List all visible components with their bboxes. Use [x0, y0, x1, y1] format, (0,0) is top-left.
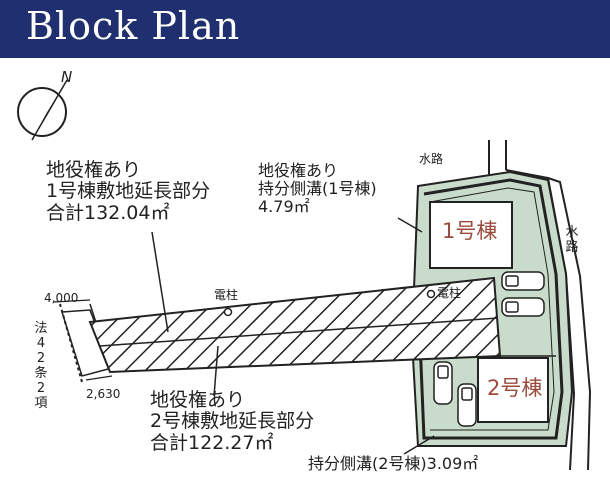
utility-pole-icon	[426, 289, 436, 299]
ditch-band	[418, 178, 564, 440]
building-1-footprint	[429, 201, 513, 269]
building-2-label: 2号棟	[487, 376, 543, 400]
road-law-label: 法42条2項	[34, 321, 48, 411]
parking-cars-2	[433, 361, 477, 427]
dimension-lines	[53, 299, 113, 381]
header-bar: Block Plan	[0, 0, 610, 58]
parking-cars-1	[501, 271, 545, 317]
easement-2-label: 地役権あり 2号棟敷地延長部分 合計122.27㎡	[150, 389, 315, 454]
leader-lines	[151, 217, 435, 455]
easement-strip	[88, 276, 502, 374]
utility-pole-icon	[223, 307, 233, 317]
page-title: Block Plan	[26, 4, 241, 48]
building-1-label: 1号棟	[442, 219, 498, 243]
utility-pole-label: 電柱	[437, 286, 462, 300]
dimension-bottom-label: 2,630	[86, 387, 121, 401]
north-letter: N	[61, 68, 72, 86]
easement-1-label: 地役権あり 1号棟敷地延長部分 合計132.04㎡	[46, 159, 211, 224]
waterway-top-label: 水路	[419, 152, 444, 166]
ditch-2-label: 持分側溝(2号棟)3.09㎡	[308, 454, 479, 473]
compass: N	[17, 68, 72, 141]
dimension-width-label: 4,000	[44, 291, 79, 305]
waterway-right-label: 水路	[565, 225, 579, 255]
building-2-footprint	[477, 357, 549, 423]
easement-ditch-1-label: 地役権あり 持分側溝(1号棟) 4.79㎡	[258, 161, 377, 216]
compass-ring	[17, 87, 67, 137]
utility-pole-label: 電柱	[214, 288, 239, 302]
